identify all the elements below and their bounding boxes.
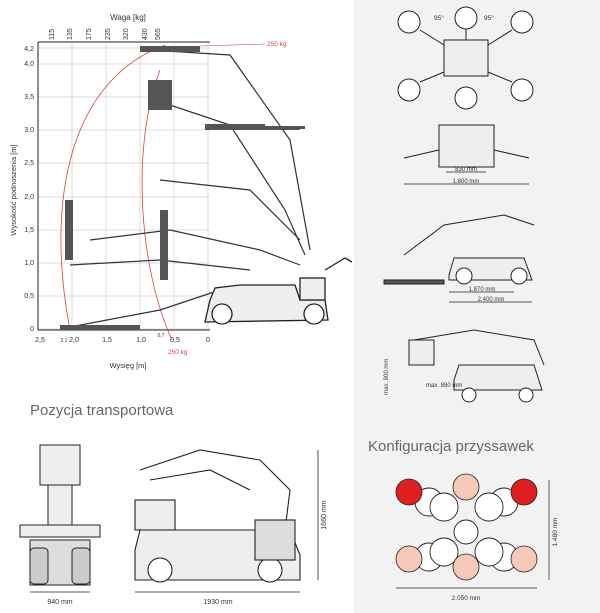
weight-tick: 235: [105, 28, 112, 40]
front-view: [19, 444, 101, 586]
y-tick: 0: [30, 326, 34, 333]
curve-label-top: 250 kg: [267, 41, 287, 48]
x-tick: 1,0: [136, 337, 146, 344]
y-tick: 1,0: [24, 260, 34, 267]
config-width-dim: 2.050 mm: [452, 595, 481, 602]
transport-width-dim: 940 mm: [47, 599, 72, 606]
x-tick: 0,5: [170, 337, 180, 344]
config-title: Konfiguracja przyssawek: [368, 438, 534, 455]
dim-830: 830 mm: [455, 167, 477, 173]
x-tick: 2,1: [61, 338, 68, 344]
side-outrigger-view: [383, 214, 535, 285]
transport-height-dim: 1660 mm: [321, 500, 328, 529]
weight-tick-labels: 115 135 175 235 320 430 565: [49, 28, 162, 40]
transport-title: Pozycja transportowa: [30, 402, 174, 419]
top-view-cups: [397, 6, 534, 110]
x-tick: 2,0: [69, 337, 79, 344]
curve-label-bottom: 250 kg: [168, 349, 188, 356]
y-tick: 3,5: [24, 94, 34, 101]
cup-pink: [452, 553, 480, 581]
y-tick: 3,0: [24, 127, 34, 134]
reach-curve-inner: [141, 69, 173, 341]
x-tick: 2,5: [35, 337, 45, 344]
weight-tick: 320: [123, 28, 130, 40]
low-reach-view: [408, 329, 545, 403]
y-tick: 2,0: [24, 194, 34, 201]
dim-max880: max. 880 mm: [426, 383, 462, 389]
suction-frames: [60, 46, 305, 330]
cup-config-drawing: 1.480 mm 2.050 mm: [395, 473, 559, 602]
weight-tick: 175: [86, 28, 93, 40]
x-tick: 0,7: [158, 333, 165, 339]
weight-tick: 135: [67, 28, 74, 40]
y-tick: 4,2: [24, 46, 34, 53]
transport-drawing: 940 mm 1930 mm 1660 mm: [19, 444, 328, 606]
vehicle-base: [204, 257, 353, 325]
cup-red: [510, 478, 538, 506]
weight-axis-title: Waga [kg]: [110, 13, 146, 22]
reach-curve-outer: [60, 44, 166, 331]
boom-positions: [69, 49, 311, 328]
weight-tick: 430: [142, 28, 149, 40]
x-tick: 1,5: [102, 337, 112, 344]
weight-tick: 565: [155, 28, 162, 40]
dim-1800: 1.800 mm: [453, 179, 480, 185]
front-outrigger-view: [403, 124, 530, 168]
transport-length-dim: 1930 mm: [203, 599, 232, 606]
side-view: [134, 449, 301, 583]
weight-tick: 115: [49, 29, 56, 40]
right-drawings: 95° 95° 830 mm 1.800 mm 1.870 mm 2.400 m…: [383, 6, 545, 403]
config-height-dim: 1.480 mm: [552, 518, 559, 547]
cup-red: [395, 478, 423, 506]
cup-pink: [395, 545, 423, 573]
y-axis-label: Wysokość podnoszenia [m]: [9, 144, 18, 235]
y-tick: 1,5: [24, 227, 34, 234]
x-tick: 0: [206, 337, 210, 344]
y-tick: 2,5: [24, 160, 34, 167]
dim-900: max. 900 mm: [384, 359, 390, 395]
load-chart: Waga [kg] 115 135 175 235 320 430 565 4,…: [9, 13, 353, 370]
y-tick: 4,0: [24, 61, 34, 68]
dim-2400: 2.400 mm: [478, 297, 505, 303]
x-axis-label: Wysięg [m]: [109, 361, 146, 370]
cup-pink: [452, 473, 480, 501]
dim-1870: 1.870 mm: [469, 287, 496, 293]
angle-right: 95°: [484, 14, 494, 22]
angle-left: 95°: [434, 14, 444, 22]
y-tick: 0,5: [24, 293, 34, 300]
cup-pink: [510, 545, 538, 573]
